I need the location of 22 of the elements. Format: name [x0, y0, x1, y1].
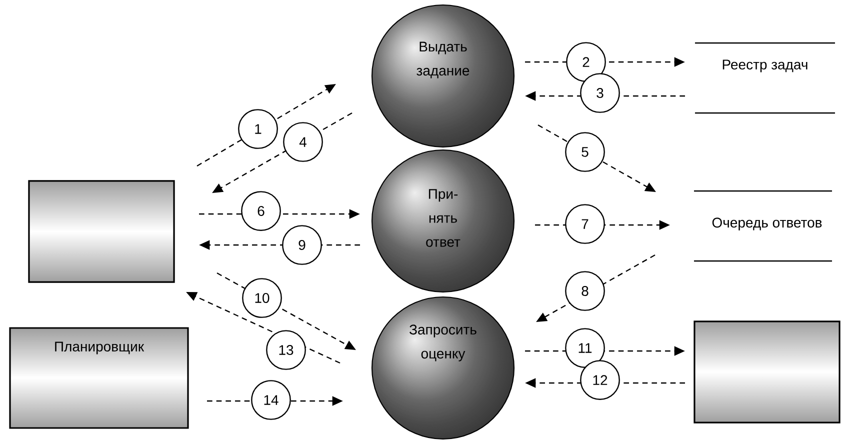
edge-label: 1: [238, 109, 278, 149]
edge-label: 9: [282, 225, 322, 265]
data-store: Реестр задач: [695, 42, 835, 114]
edge-label: 2: [566, 42, 606, 82]
process-box: [694, 320, 840, 424]
process-sphere: Запросить оценку: [371, 296, 515, 440]
edge-label: 13: [266, 330, 306, 370]
edge-label: 10: [242, 278, 282, 318]
process-sphere: Выдать задание: [371, 4, 515, 148]
process-box: Планировщик: [9, 327, 189, 429]
process-box: [28, 180, 175, 283]
edge-label: 4: [283, 122, 323, 162]
edge-label: 12: [580, 360, 620, 400]
edge-label: 6: [241, 191, 281, 231]
edge-label: 5: [565, 132, 605, 172]
edge-label: 7: [565, 204, 605, 244]
edge-label: 8: [565, 271, 605, 311]
data-store: Очередь ответов: [694, 190, 832, 262]
edge-label: 14: [251, 380, 291, 420]
process-sphere: При- нять ответ: [371, 149, 515, 293]
edge-label: 3: [580, 73, 620, 113]
edge-label: 11: [565, 328, 605, 368]
